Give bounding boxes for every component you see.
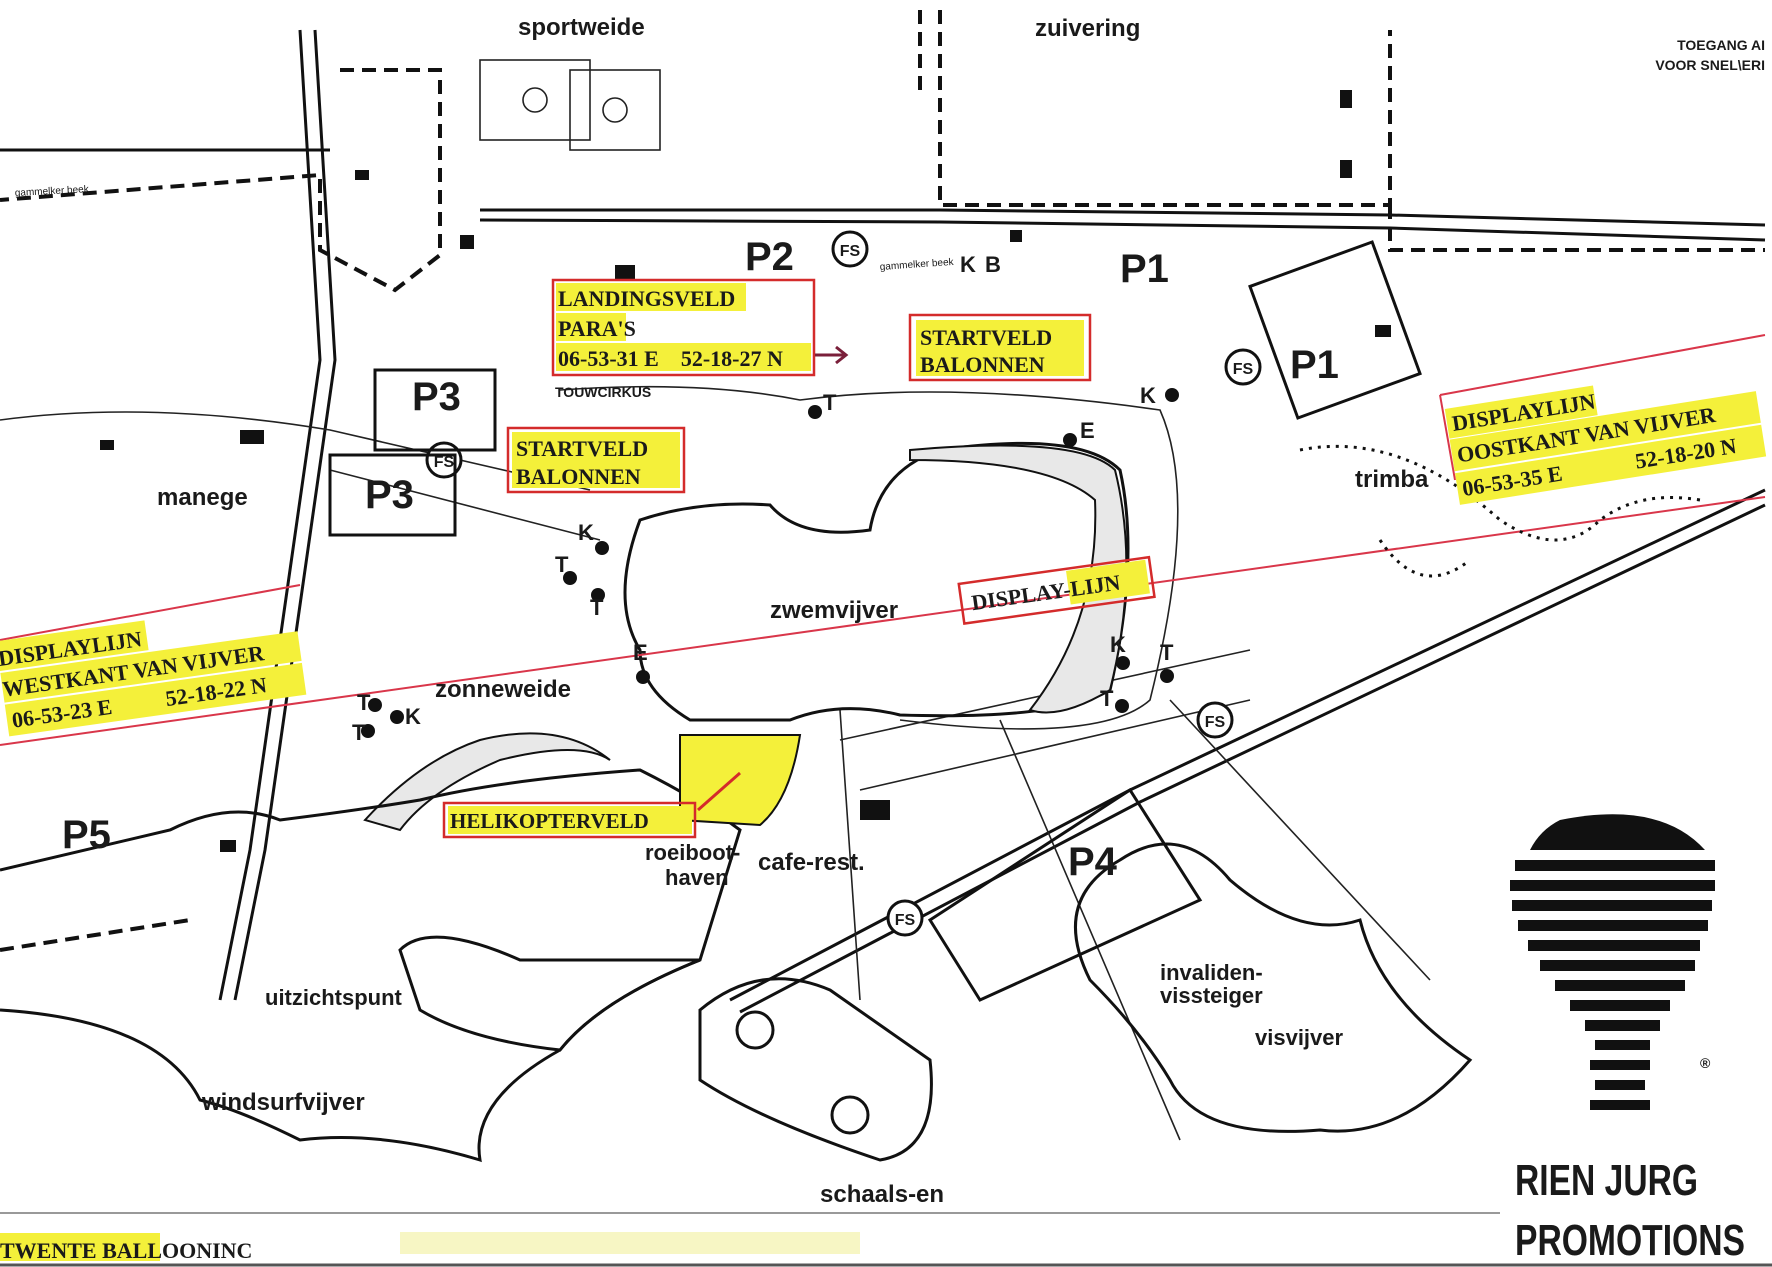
schaats-track — [698, 977, 933, 1162]
svg-text:STARTVELD: STARTVELD — [516, 436, 648, 461]
parking-labels: P2 P1 P1 P3 P3 P4 P5 — [62, 235, 1339, 884]
svg-text:STARTVELD: STARTVELD — [920, 325, 1052, 350]
svg-text:visvijver: visvijver — [1255, 1025, 1344, 1050]
svg-text:invaliden-: invaliden- — [1160, 960, 1263, 985]
helikopter-arrow — [697, 771, 741, 812]
parking-p3: P3 — [365, 473, 414, 517]
svg-text:zwemvijver: zwemvijver — [770, 597, 898, 624]
sport-fields — [479, 59, 661, 151]
visvijver-pond — [1074, 842, 1473, 1133]
roads — [0, 29, 1766, 1141]
svg-text:06-53-31 E 52-18-27 N: 06-53-31 E 52-18-27 N — [558, 346, 783, 371]
svg-text:TOUWCIRKUS: TOUWCIRKUS — [555, 384, 651, 400]
svg-text:HELIKOPTERVELD: HELIKOPTERVELD — [450, 809, 649, 833]
svg-text:LANDINGSVELD: LANDINGSVELD — [558, 286, 735, 311]
svg-text:haven: haven — [665, 865, 729, 890]
svg-text:E: E — [633, 640, 648, 665]
svg-text:VOOR SNEL\ERI: VOOR SNEL\ERI — [1655, 57, 1765, 73]
parking-p5: P5 — [62, 813, 111, 857]
svg-text:manege: manege — [157, 484, 248, 511]
svg-text:K: K — [960, 252, 976, 277]
startveld-annotation: STARTVELD BALONNEN — [506, 426, 686, 494]
svg-text:trimba: trimba — [1355, 466, 1429, 493]
svg-text:windsurfvijver: windsurfvijver — [201, 1089, 365, 1116]
place-labels: sportweide zuivering TOEGANG AI VOOR SNE… — [15, 14, 1765, 1208]
svg-text:zonneweide: zonneweide — [435, 676, 571, 703]
parking-p1: P1 — [1290, 343, 1339, 387]
svg-text:BALONNEN: BALONNEN — [920, 352, 1045, 377]
svg-text:T: T — [352, 720, 366, 745]
fs-label: FS — [1205, 714, 1226, 731]
svg-text:K: K — [405, 704, 421, 729]
zonneweide-sand — [363, 732, 611, 832]
svg-text:T: T — [1160, 640, 1174, 665]
footer-text: TWENTE BALLOONINC — [0, 1238, 252, 1263]
svg-text:T: T — [555, 552, 569, 577]
svg-text:sportweide: sportweide — [518, 14, 645, 41]
svg-text:E: E — [1080, 418, 1095, 443]
svg-text:PARA'S: PARA'S — [558, 316, 636, 341]
logo-line2: PROMOTIONS — [1515, 1216, 1745, 1265]
svg-text:gammelker beek: gammelker beek — [15, 184, 90, 199]
svg-text:gammelker beek: gammelker beek — [879, 257, 955, 273]
svg-text:cafe-rest.: cafe-rest. — [758, 849, 865, 876]
fs-label: FS — [434, 454, 455, 471]
balloon-logo: ® — [1510, 814, 1715, 1110]
svg-text:vissteiger: vissteiger — [1160, 983, 1263, 1008]
svg-text:uitzichtspunt: uitzichtspunt — [265, 985, 403, 1010]
svg-text:TOEGANG AI: TOEGANG AI — [1677, 37, 1765, 53]
trimbaan-path — [1299, 444, 1701, 578]
facility-letters: K B K T E K T T E T K T K T T — [352, 252, 1174, 745]
footer-highlight — [0, 1233, 160, 1261]
svg-text:zuivering: zuivering — [1035, 15, 1140, 42]
svg-text:K: K — [1110, 632, 1126, 657]
registered-mark: ® — [1700, 1055, 1711, 1071]
boundary-lines — [0, 10, 1765, 952]
helikopterveld-annotation: HELIKOPTERVELD — [442, 801, 697, 839]
svg-text:K: K — [578, 520, 594, 545]
footer-faded-highlight — [400, 1232, 860, 1254]
helikopterveld-area — [679, 734, 802, 827]
svg-text:K: K — [1140, 383, 1156, 408]
parking-p3: P3 — [412, 375, 461, 419]
logo-line1: RIEN JURG — [1515, 1156, 1698, 1205]
parking-p4: P4 — [1068, 840, 1118, 884]
beach-sand — [909, 444, 1128, 714]
fs-label: FS — [895, 912, 916, 929]
facility-dots — [361, 388, 1179, 738]
landingsveld-annotation: LANDINGSVELD PARA'S 06-53-31 E 52-18-27 … — [551, 278, 849, 377]
startveld-annotation: STARTVELD BALONNEN — [908, 313, 1092, 382]
svg-text:T: T — [1100, 686, 1114, 711]
svg-text:T: T — [357, 690, 371, 715]
buildings — [100, 90, 1391, 852]
svg-text:B: B — [985, 252, 1001, 277]
fs-label: FS — [840, 243, 861, 260]
svg-text:roeiboot-: roeiboot- — [645, 840, 740, 865]
parking-p2: P2 — [745, 235, 794, 279]
svg-text:T: T — [590, 595, 604, 620]
svg-text:schaals-en: schaals-en — [820, 1181, 944, 1208]
parking-p1: P1 — [1120, 247, 1169, 291]
svg-text:BALONNEN: BALONNEN — [516, 464, 641, 489]
fs-label: FS — [1233, 361, 1254, 378]
svg-text:T: T — [823, 390, 837, 415]
display-lines — [0, 334, 1766, 746]
